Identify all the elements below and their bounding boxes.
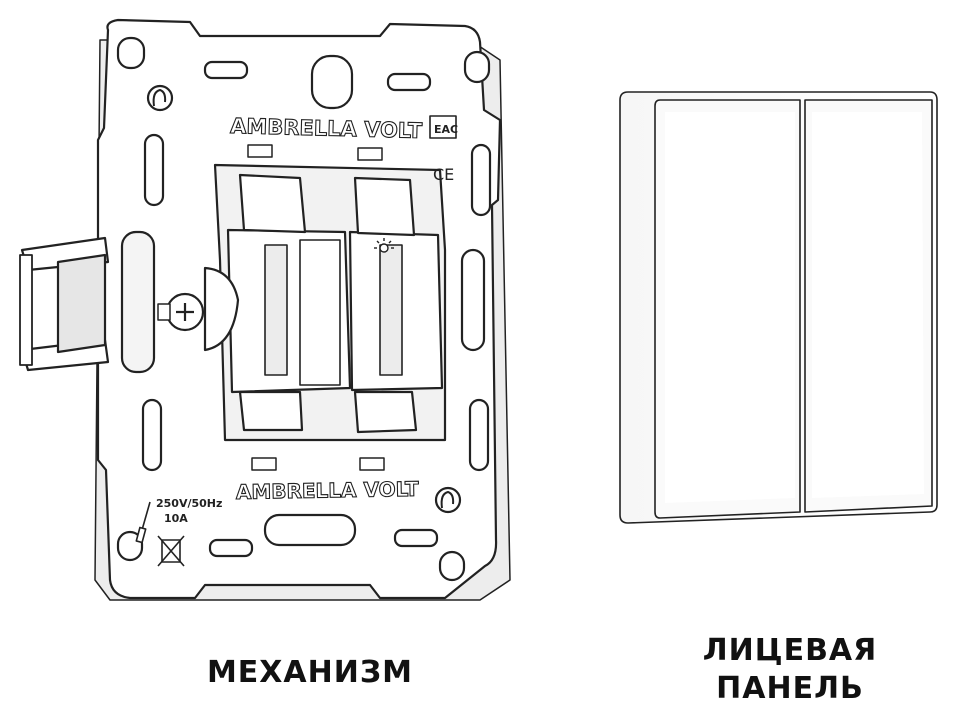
slot-hole: [386, 72, 432, 92]
face-panel-caption-line2: ПАНЕЛЬ: [716, 671, 864, 706]
eac-mark-icon: [429, 115, 457, 139]
divider-block: [299, 239, 341, 386]
side-slot: [470, 143, 492, 217]
key-surface: [665, 112, 795, 503]
rocker-channel: [264, 244, 288, 376]
marker-square: [251, 457, 277, 471]
marker-square: [247, 144, 273, 158]
ce-mark: CE: [433, 165, 454, 184]
terminal-screw: [157, 266, 240, 352]
slot-hole: [203, 60, 249, 80]
rating-voltage: 250V/50Hz: [156, 497, 222, 510]
ambrella-logo-icon: [434, 486, 462, 514]
brand-label-bottom: AMBRELLA VOLT: [236, 477, 420, 504]
mechanism-caption: МЕХАНИЗМ: [206, 655, 414, 690]
light-indicator-icon: [374, 238, 394, 253]
crossed-bin-icon: [157, 535, 185, 567]
brand-label-top: AMBRELLA VOLT: [230, 114, 423, 143]
side-slot: [460, 248, 486, 352]
side-slot: [468, 398, 490, 472]
contact-block: [353, 176, 416, 237]
rocker-channel: [379, 244, 403, 376]
marker-square: [357, 147, 383, 161]
key-surface: [812, 112, 924, 498]
switch-mechanism: [19, 18, 511, 601]
center-slot: [310, 54, 354, 110]
mount-hole: [438, 550, 466, 582]
contact-block: [353, 390, 418, 434]
eac-mark: EAC: [434, 123, 458, 136]
face-panel: [619, 91, 938, 524]
slot-hole: [393, 528, 439, 548]
slot-hole: [208, 538, 254, 558]
marker-square: [359, 457, 385, 471]
contact-block: [238, 390, 304, 432]
screwdriver-icon: [135, 501, 151, 544]
side-slot: [141, 398, 163, 472]
terminal-clamp: [19, 236, 110, 372]
side-slot: [143, 133, 165, 207]
face-panel-caption: ЛИЦЕВАЯ ПАНЕЛЬ: [660, 632, 920, 708]
contact-block: [238, 173, 307, 234]
claw-arm: [120, 230, 156, 374]
face-panel-caption-line1: ЛИЦЕВАЯ: [702, 633, 878, 668]
mount-hole: [463, 50, 491, 84]
ambrella-logo-icon: [146, 84, 174, 112]
mount-hole: [116, 36, 146, 70]
rating-current: 10A: [164, 512, 188, 525]
center-slot: [263, 513, 357, 547]
